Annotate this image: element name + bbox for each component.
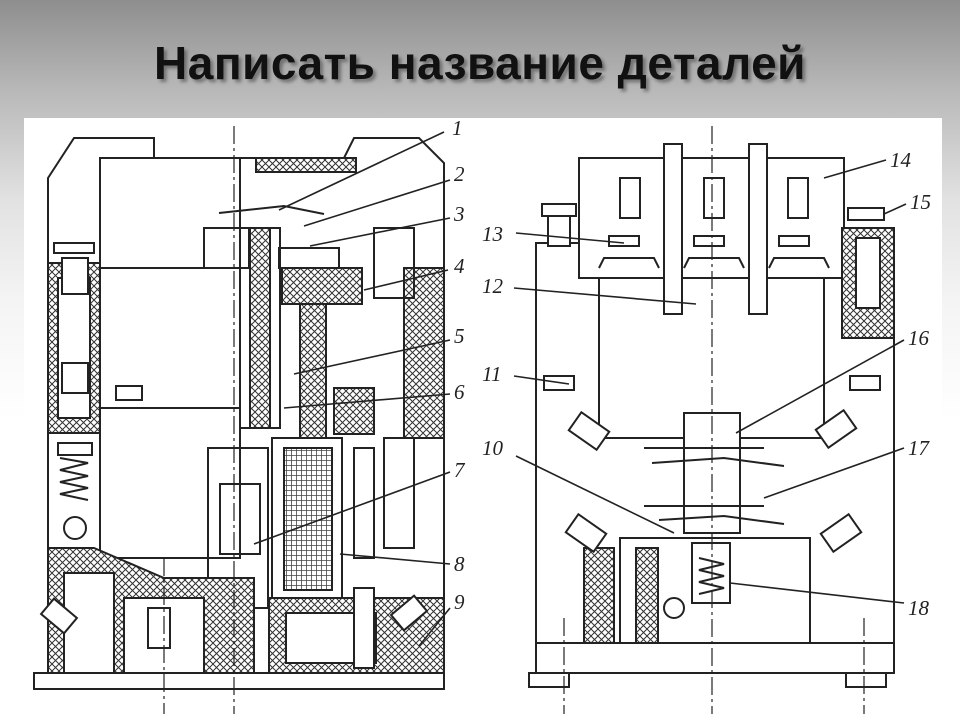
callout-16: 16 — [908, 326, 929, 350]
callout-13: 13 — [482, 222, 503, 246]
right-leaders — [513, 159, 907, 604]
callout-1: 1 — [452, 116, 463, 140]
callout-8: 8 — [454, 552, 465, 576]
slide-title: Написать название деталей — [154, 37, 806, 89]
callout-9: 9 — [454, 590, 465, 614]
callout-12: 12 — [482, 274, 503, 298]
callout-4: 4 — [454, 254, 465, 278]
callout-18: 18 — [908, 596, 929, 620]
callout-6: 6 — [454, 380, 465, 404]
left-leaders — [253, 131, 451, 647]
callout-17: 17 — [908, 436, 929, 460]
callout-7: 7 — [454, 458, 465, 482]
right-view — [528, 143, 895, 688]
contactor-drawing: 1 2 3 4 5 6 7 8 9 10 11 12 13 14 15 16 1… — [24, 116, 942, 718]
callout-11: 11 — [482, 362, 502, 386]
left-view — [33, 137, 445, 690]
callout-3: 3 — [454, 202, 465, 226]
callout-15: 15 — [910, 190, 931, 214]
callout-2: 2 — [454, 162, 465, 186]
callout-10: 10 — [482, 436, 503, 460]
callout-5: 5 — [454, 324, 465, 348]
callout-14: 14 — [890, 148, 911, 172]
